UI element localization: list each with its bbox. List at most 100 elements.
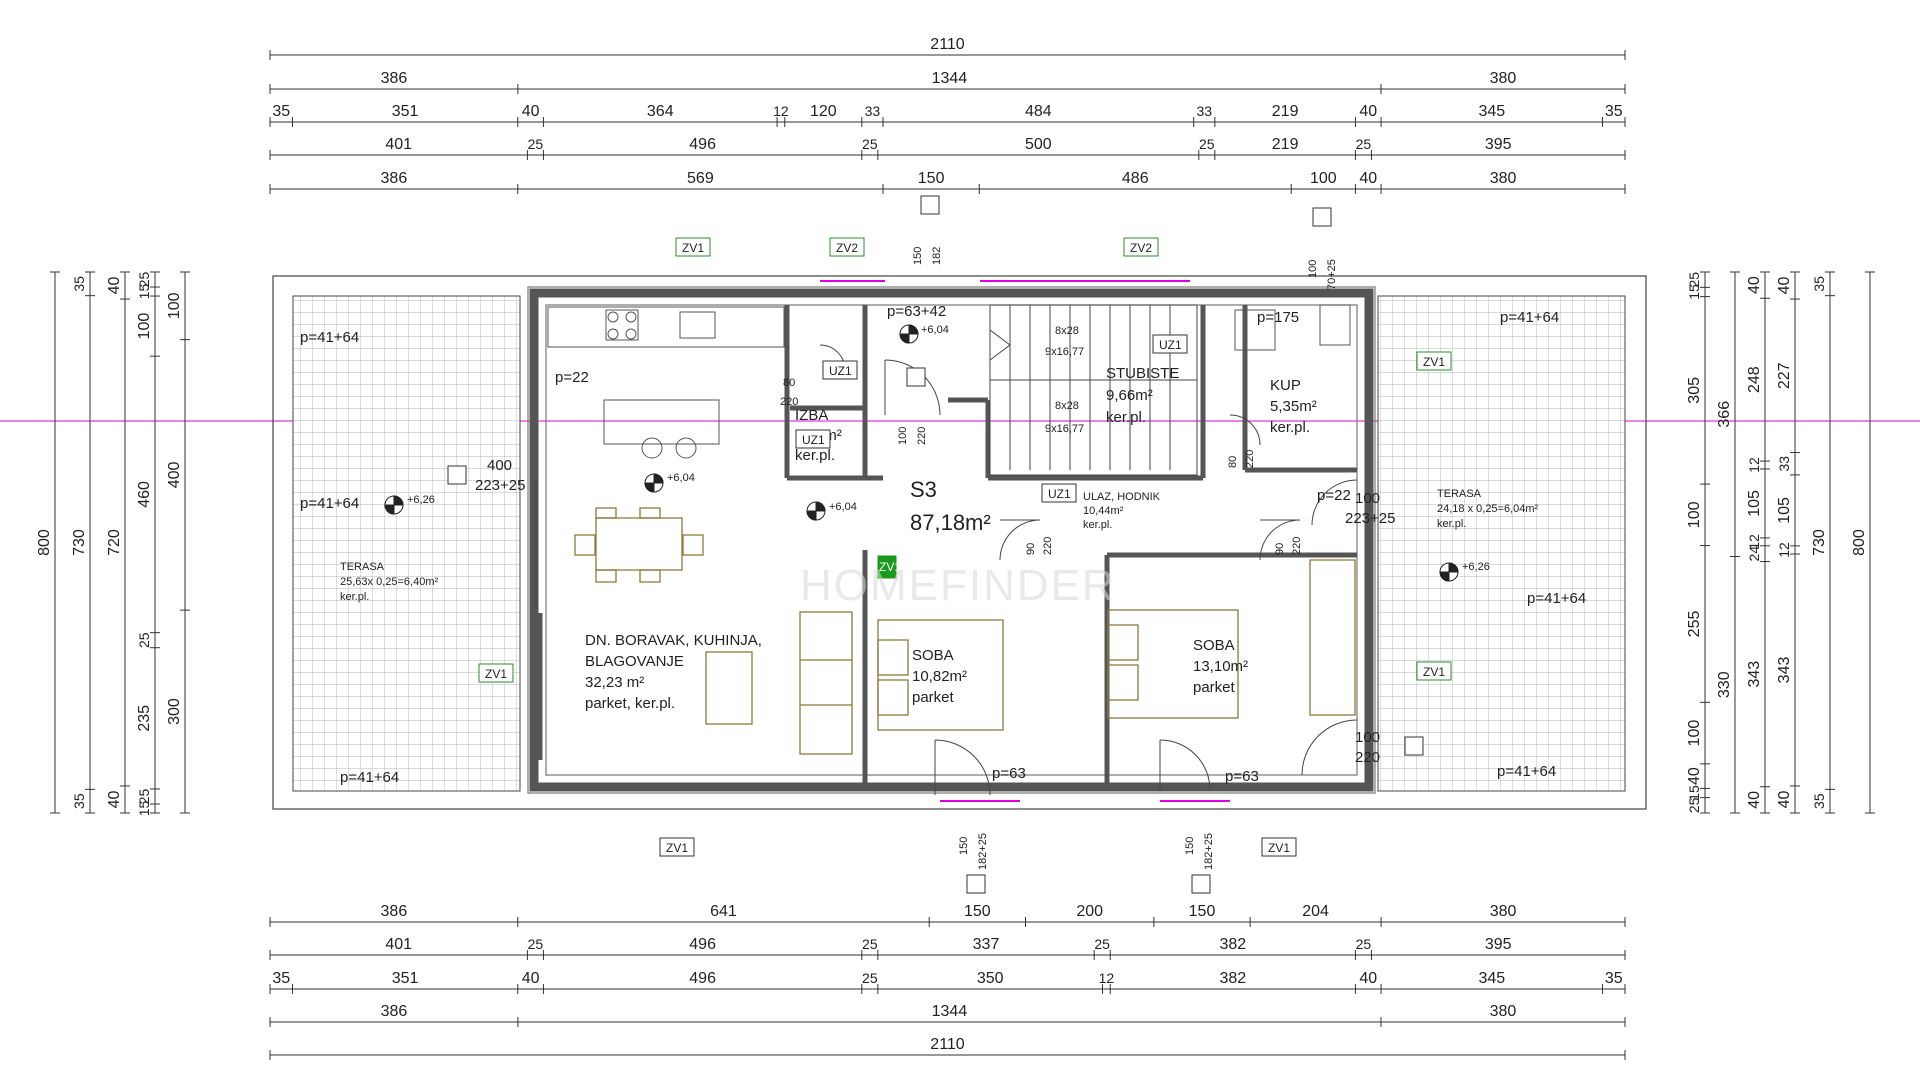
dimension-value: 150 — [1189, 903, 1216, 920]
floor-note: p=41+64 — [1497, 763, 1556, 780]
dimension-value: 343 — [1776, 657, 1793, 684]
dimension-value: 35 — [71, 793, 87, 809]
opening-note: 150 — [958, 837, 970, 855]
dimension-value: 15 — [1686, 785, 1702, 801]
svg-text:UZ1: UZ1 — [829, 364, 852, 378]
floor-note: p=175 — [1257, 309, 1299, 326]
room-label: IZBA — [795, 407, 828, 424]
dimension-value: 40 — [1359, 970, 1377, 987]
room-label: ker.pl. — [1106, 409, 1146, 426]
opening-note: 220 — [780, 396, 798, 408]
dimension-value: 120 — [810, 103, 837, 120]
dimension-value: 105 — [1776, 497, 1793, 524]
dimension-value: 40 — [1746, 791, 1763, 809]
dimension-value: 351 — [392, 103, 419, 120]
floor-note: p=63 — [992, 765, 1026, 782]
room-label: TERASA — [340, 561, 385, 573]
dimension-value: 300 — [166, 698, 183, 725]
dimension-value: 40 — [1746, 276, 1763, 294]
dimension-value: 2110 — [930, 36, 965, 53]
room-label: parket — [1193, 679, 1236, 696]
level-label: +6,26 — [407, 494, 435, 506]
staircase — [989, 304, 1198, 476]
room-label: 32,23 m² — [585, 674, 644, 691]
dimension-value: 40 — [522, 970, 540, 987]
opening-note: 80 — [783, 377, 795, 389]
room-label: ULAZ, HODNIK — [1083, 491, 1161, 503]
dimension-value: 1344 — [932, 70, 968, 87]
dimension-value: 380 — [1490, 170, 1517, 187]
dimension-value: 2110 — [930, 1036, 965, 1053]
dimension-value: 40 — [106, 790, 123, 808]
dimension-value: 25 — [1686, 272, 1702, 288]
floor-note: p=41+64 — [300, 495, 359, 512]
tag: ZV1 — [478, 663, 514, 683]
room-label: BLAGOVANJE — [585, 653, 684, 670]
level-label: +6,04 — [829, 501, 857, 513]
opening-note: 100 — [897, 427, 909, 445]
tag: UZ1 — [1041, 483, 1077, 503]
room-label: TERASA — [1437, 488, 1482, 500]
room-label: SOBA — [1193, 637, 1235, 654]
dimension-value: 730 — [1811, 529, 1828, 556]
dimension-value: 25 — [528, 936, 544, 952]
dimension-value: 12 — [1099, 970, 1115, 986]
svg-text:ZV1: ZV1 — [666, 841, 688, 855]
room-label: parket, ker.pl. — [585, 695, 675, 712]
floor-note: p=63 — [1225, 768, 1259, 785]
level-label: +6,04 — [667, 472, 695, 484]
dimension-value: 25 — [136, 272, 152, 288]
opening-note: 182+25 — [1203, 833, 1215, 870]
dimension-value: 486 — [1122, 170, 1149, 187]
dimension-value: 382 — [1219, 936, 1246, 953]
svg-text:ZV2: ZV2 — [836, 241, 858, 255]
dimension-value: 641 — [710, 903, 737, 920]
dimension-value: 386 — [381, 1003, 408, 1020]
dimension-value: 395 — [1485, 136, 1512, 153]
room-label: ker.pl. — [1083, 519, 1112, 531]
exterior-walls — [529, 288, 1374, 792]
dimension-value: 25 — [1199, 136, 1215, 152]
room-label: STUBISTE — [1106, 365, 1179, 382]
opening-markers — [447, 195, 1424, 894]
dimension-value: 40 — [1776, 277, 1793, 295]
dimension-value: 12 — [773, 103, 789, 119]
dimension-value: 1344 — [932, 1003, 968, 1020]
dimension-value: 219 — [1272, 103, 1299, 120]
dimension-value: 33 — [1776, 456, 1792, 472]
tag: UZ1 — [822, 360, 858, 380]
svg-text:ZV1: ZV1 — [682, 241, 704, 255]
dimension-value: 366 — [1716, 401, 1733, 428]
dimension-value: 100 — [1310, 170, 1337, 187]
dimension-value: 496 — [689, 136, 716, 153]
room-label: DN. BORAVAK, KUHINJA, — [585, 632, 762, 649]
apartment-area: 87,18m² — [910, 510, 991, 535]
dimension-value: 305 — [1686, 377, 1703, 404]
dimension-value: 400 — [166, 461, 183, 488]
dimension-value: 25 — [1094, 936, 1110, 952]
room-label: 10,44m² — [1083, 505, 1124, 517]
apartment-name: S3 — [910, 477, 937, 502]
dimension-value: 380 — [1490, 903, 1517, 920]
terrace-left-floor — [292, 295, 521, 792]
dimension-value: 35 — [71, 276, 87, 292]
opening-note: 150 — [1184, 837, 1196, 855]
dimension-value: 24 — [1746, 546, 1762, 562]
room-label: KUP — [1270, 377, 1301, 394]
tag: ZV1 — [1261, 837, 1297, 857]
opening-note: 220 — [1042, 537, 1054, 555]
floor-note: p=41+64 — [340, 769, 399, 786]
dimension-value: 25 — [136, 632, 152, 648]
opening-note: 223+25 — [1345, 510, 1395, 527]
terrace-right-floor — [1377, 295, 1626, 792]
kitchen-counter — [547, 304, 1351, 459]
svg-text:ZV1: ZV1 — [879, 560, 901, 574]
tag: ZV1 — [877, 555, 901, 579]
dimension-value: 382 — [1219, 970, 1246, 987]
stair-note: 9x16,77 — [1045, 346, 1084, 358]
dimension-value: 35 — [272, 103, 290, 120]
dimension-value: 15 — [1686, 284, 1702, 300]
dimension-value: 350 — [977, 970, 1004, 987]
tag: ZV2 — [1123, 237, 1159, 257]
